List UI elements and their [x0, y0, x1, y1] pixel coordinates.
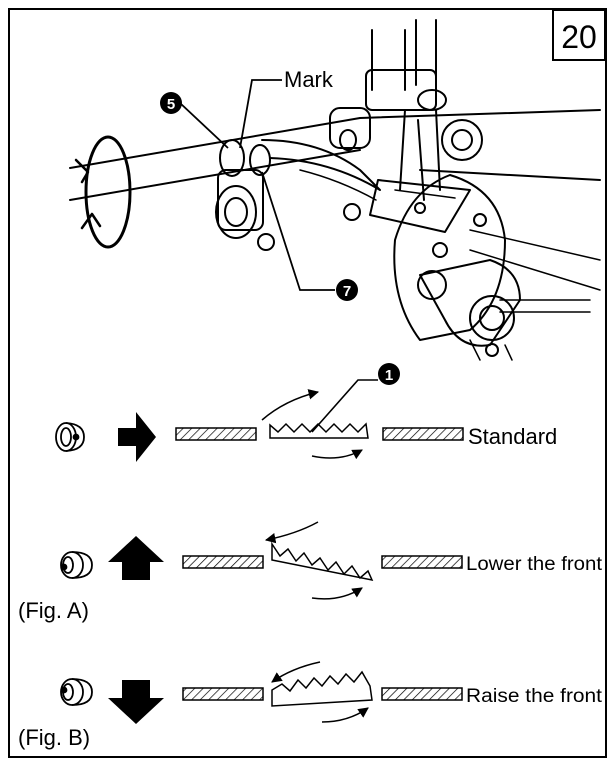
throat-plate-right-b [381, 687, 463, 701]
arrow-down-icon [108, 680, 164, 724]
fig-b-label: (Fig. B) [18, 725, 90, 750]
rotation-arrow-icon [74, 135, 132, 249]
throat-plate-right-a [381, 555, 463, 569]
figure-number-box: 20 [552, 9, 606, 61]
figure-number: 20 [561, 19, 597, 55]
figure-frame [8, 8, 607, 758]
part-5-number: 5 [167, 96, 175, 113]
eccentric-standard-icon [55, 422, 85, 452]
callout-part-5: 5 [160, 92, 229, 149]
callout-mark: Mark [239, 67, 334, 149]
mark-label: Mark [284, 67, 334, 92]
throat-plate-left-a [182, 555, 264, 569]
throat-plate-left-b [182, 687, 264, 701]
row-lower-label: Lower the front [466, 554, 603, 575]
row-standard-label: Standard [468, 424, 557, 449]
row-raise-front: Raise the front (Fig. B) [18, 661, 603, 750]
row-lower-front: Lower the front (Fig. A) [18, 521, 603, 623]
eccentric-raise-icon [60, 678, 93, 706]
part-1-number: 1 [385, 367, 393, 384]
arrow-right-icon [118, 412, 156, 462]
arrow-up-icon [108, 536, 164, 580]
part-7-number: 7 [343, 283, 351, 300]
eccentric-lower-icon [60, 551, 93, 579]
feed-dog-lower [264, 521, 374, 600]
callout-part-7: 7 [261, 171, 358, 301]
machine-illustration [69, 19, 601, 361]
throat-plate-left [175, 427, 257, 441]
row-standard: Standard 1 [55, 363, 557, 462]
feed-dog-standard [261, 389, 369, 460]
fig-a-label: (Fig. A) [18, 598, 89, 623]
row-raise-label: Raise the front [466, 686, 603, 707]
throat-plate-right [382, 427, 464, 441]
feed-dog-raise [271, 661, 373, 723]
